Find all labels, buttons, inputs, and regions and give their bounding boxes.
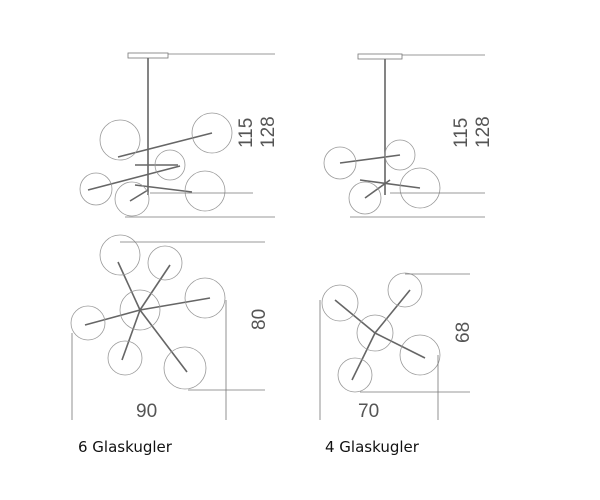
height-long-label: 128: [473, 116, 494, 148]
depth-label: 80: [249, 309, 270, 330]
height-short-label: 115: [236, 118, 257, 148]
six-globe-caption: 6 Glaskugler: [78, 438, 172, 456]
height-long-label: 128: [258, 116, 279, 148]
four-globe-top-view: 68 70: [319, 272, 474, 422]
six-globe-side-view: 115 128: [79, 52, 279, 218]
four-globe-caption: 4 Glaskugler: [325, 438, 419, 456]
width-label: 70: [358, 401, 379, 422]
height-short-label: 115: [451, 118, 472, 148]
depth-label: 68: [453, 322, 474, 343]
width-label: 90: [136, 401, 157, 422]
six-globe-top-view: 80 90: [70, 234, 270, 422]
four-globe-side-view: 115 128: [323, 53, 494, 218]
